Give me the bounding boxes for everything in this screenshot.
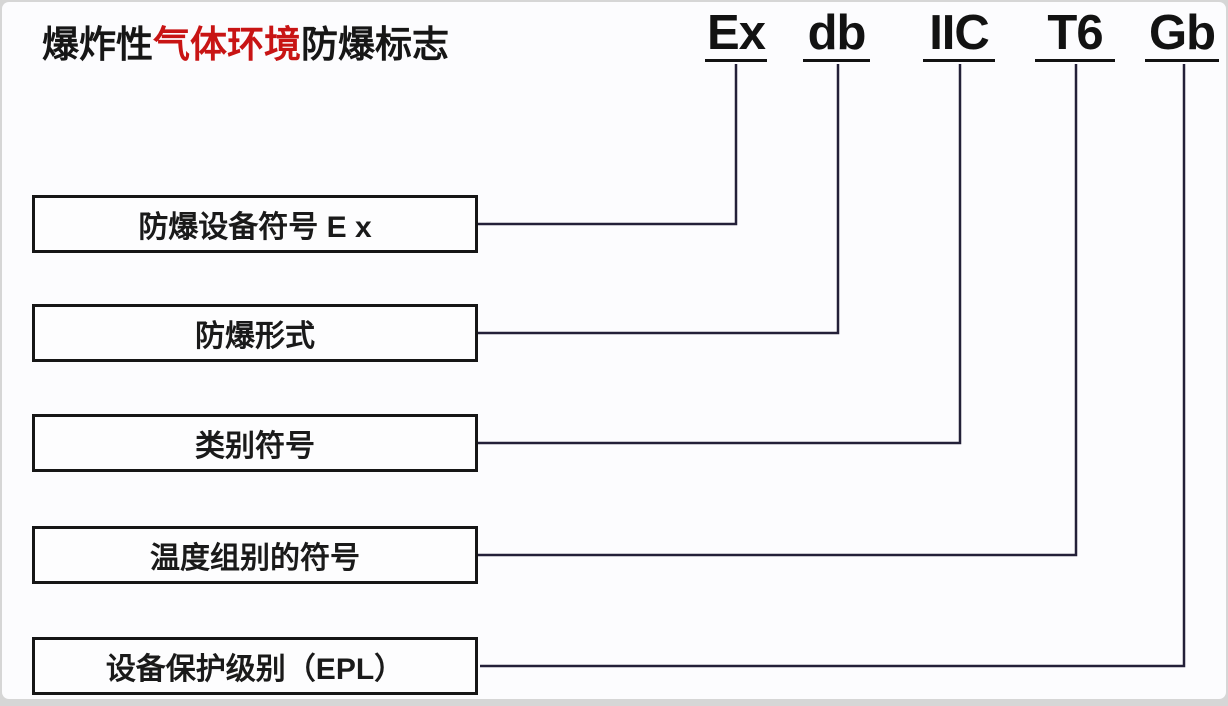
- label-box-temperature-class: 温度组别的符号: [32, 526, 478, 584]
- marking-code-iic: IIC: [923, 6, 995, 62]
- label-box-equipment-symbol-text: 防爆设备符号 E x: [138, 211, 372, 244]
- marking-code-t6: T6: [1035, 6, 1115, 62]
- page-title: 爆炸性气体环境防爆标志: [42, 14, 449, 68]
- label-box-equipment-symbol: 防爆设备符号 E x: [32, 195, 478, 253]
- marking-code-gb: Gb: [1145, 6, 1219, 62]
- label-box-temperature-class-text: 温度组别的符号: [150, 542, 360, 575]
- label-box-category-symbol-text: 类别符号: [195, 430, 315, 463]
- connector-db: [478, 64, 840, 335]
- title-segment-black-suffix: 防爆标志: [301, 24, 449, 65]
- title-segment-black-prefix: 爆炸性: [42, 24, 153, 65]
- label-box-epl-text: 设备保护级别（EPL）: [105, 653, 405, 686]
- marking-code-ex: Ex: [705, 6, 767, 62]
- label-box-epl: 设备保护级别（EPL）: [32, 637, 478, 695]
- connector-iic: [478, 64, 962, 445]
- label-box-protection-type: 防爆形式: [32, 304, 478, 362]
- connector-t6: [478, 64, 1078, 557]
- connector-gb: [480, 64, 1186, 668]
- title-segment-red: 气体环境: [153, 24, 301, 65]
- label-box-protection-type-text: 防爆形式: [195, 320, 315, 353]
- marking-code-db: db: [803, 6, 870, 62]
- label-box-category-symbol: 类别符号: [32, 414, 478, 472]
- connector-ex: [478, 64, 738, 226]
